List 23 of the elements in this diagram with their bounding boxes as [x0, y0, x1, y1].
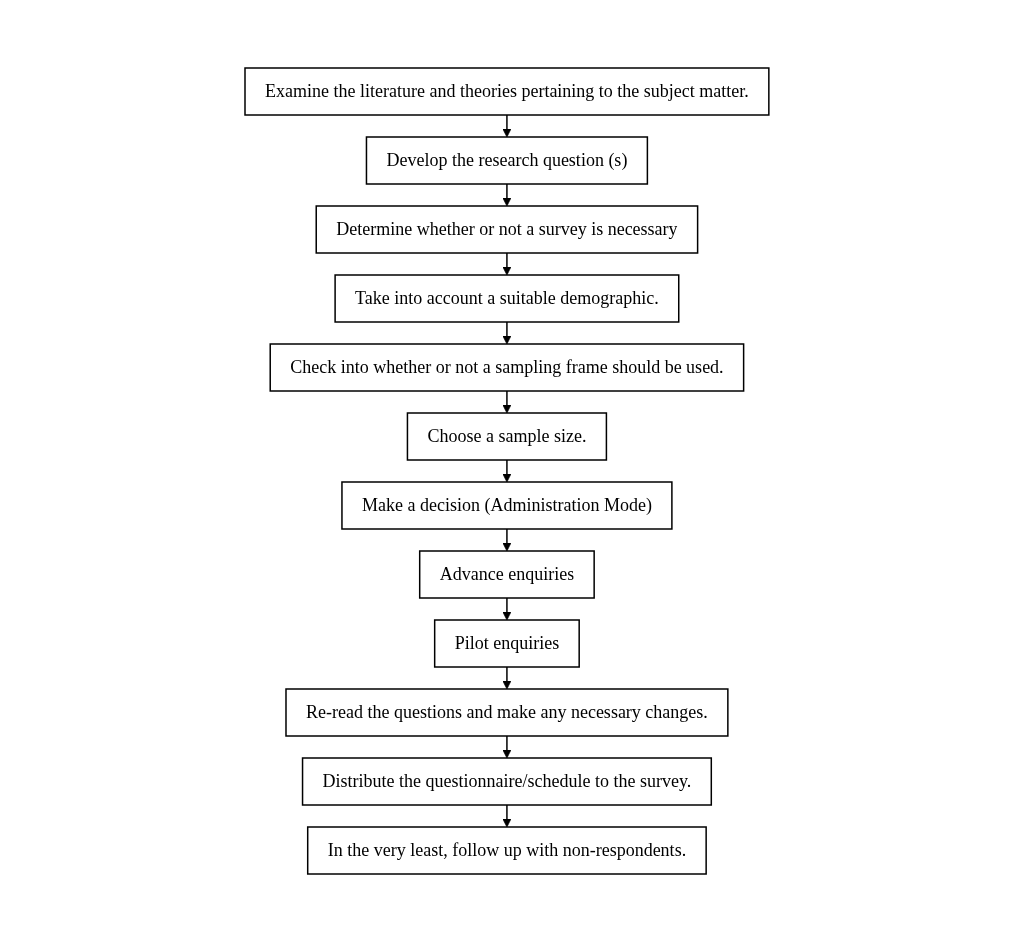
node-box: Pilot enquiries — [433, 618, 580, 668]
arrow — [502, 389, 511, 413]
arrow — [502, 251, 511, 275]
arrow — [502, 458, 511, 482]
node-box: Make a decision (Administration Mode) — [340, 480, 673, 530]
node-box: Take into account a suitable demographic. — [333, 273, 680, 323]
arrow — [502, 320, 511, 344]
arrow — [502, 182, 511, 206]
arrow — [502, 596, 511, 620]
node-box: Advance enquiries — [418, 549, 595, 599]
node-box: Check into whether or not a sampling frame should be used. — [269, 342, 744, 392]
node-box: Examine the literature and theories pertaining to the subject matter. — [243, 66, 770, 116]
arrow — [502, 734, 511, 758]
node-box: Determine whether or not a survey is necessary — [315, 204, 698, 254]
node-box: Choose a sample size. — [406, 411, 607, 461]
node-box: Re-read the questions and make any necessary changes. — [284, 687, 729, 737]
arrow — [502, 665, 511, 689]
node-box: Distribute the questionnaire/schedule to the survey. — [301, 756, 712, 806]
arrow — [502, 527, 511, 551]
node-box: Develop the research question (s) — [365, 135, 648, 185]
node-box: In the very least, follow up with non-respondents. — [306, 825, 707, 875]
arrow — [502, 113, 511, 137]
arrow — [502, 803, 511, 827]
